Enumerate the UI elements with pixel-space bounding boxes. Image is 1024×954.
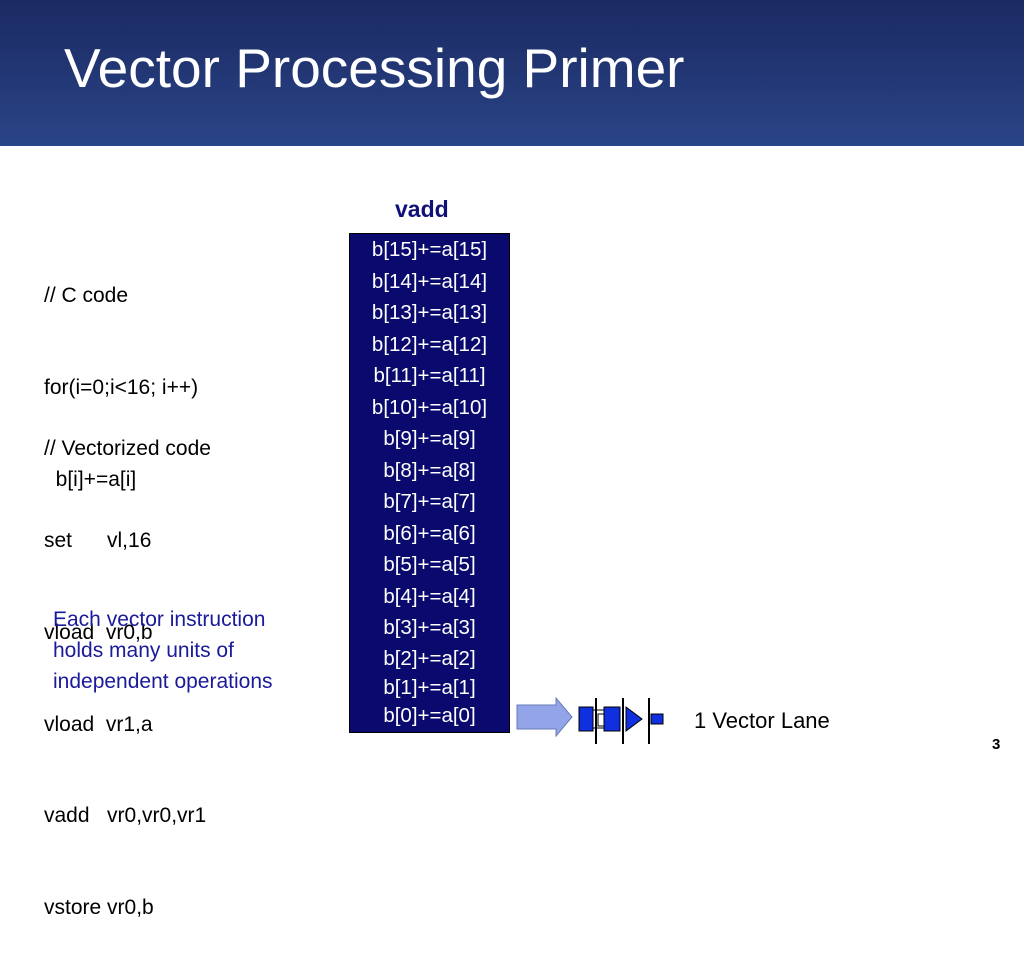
page-number: 3 [992, 736, 1001, 753]
c-code-line: b[i]+=a[i] [44, 467, 137, 491]
vector-operation: b[12]+=a[12] [371, 332, 488, 356]
vector-operation: b[13]+=a[13] [371, 301, 488, 324]
explanation-note: Each vector instruction holds many units… [53, 604, 273, 697]
note-line: Each vector instruction [53, 608, 266, 631]
dispatch-arrow [516, 696, 573, 738]
vadd-label: vadd [395, 196, 449, 222]
vector-operation: b[6]+=a[6] [383, 521, 476, 545]
vector-code-line: vload vr0,b [44, 620, 153, 644]
vector-operation: b[15]+=a[15] [371, 238, 488, 261]
note-line: independent operations [53, 670, 273, 693]
vector-operation: b[14]+=a[14] [371, 269, 488, 293]
vector-code-line: vadd vr0,vr0,vr1 [44, 804, 207, 828]
vector-code-line: vload vr1,a [44, 712, 153, 736]
vector-operation: b[8]+=a[8] [383, 458, 476, 482]
lane-register-unit [603, 706, 621, 732]
lane-register-unit [578, 706, 594, 732]
c-code-block: // C code for(i=0;i<16; i++) b[i]+=a[i] [44, 220, 198, 526]
vector-instruction-box: b[15]+=a[15] b[14]+=a[14] b[13]+=a[13] b… [349, 233, 510, 733]
c-code-line: // C code [44, 284, 129, 308]
vector-operation: b[11]+=a[11] [373, 364, 486, 387]
vector-operation: b[10]+=a[10] [371, 395, 488, 419]
slide-title: Vector Processing Primer [64, 37, 685, 99]
vector-operation: b[7]+=a[7] [383, 490, 476, 513]
vector-operation: b[9]+=a[9] [383, 427, 476, 450]
vector-operation: b[0]+=a[0] [383, 704, 476, 727]
title-banner [0, 0, 1024, 146]
vector-operation: b[5]+=a[5] [383, 553, 476, 576]
lane-alu-unit [625, 706, 643, 732]
vector-code-line: // Vectorized code [44, 437, 211, 461]
vector-operation: b[1]+=a[1] [383, 676, 476, 699]
vector-operation: b[3]+=a[3] [383, 616, 476, 639]
vector-code-line: vstore vr0,b [44, 896, 154, 920]
vector-operation: b[4]+=a[4] [383, 584, 476, 608]
note-line: holds many units of [53, 639, 234, 662]
vector-lane-label: 1 Vector Lane [694, 708, 830, 733]
vector-code-line: set vl,16 [44, 528, 152, 552]
vector-lane-diagram [516, 696, 664, 744]
vector-operation: b[2]+=a[2] [383, 647, 476, 670]
lane-writeback-unit [650, 713, 664, 725]
c-code-line: for(i=0;i<16; i++) [44, 375, 199, 399]
